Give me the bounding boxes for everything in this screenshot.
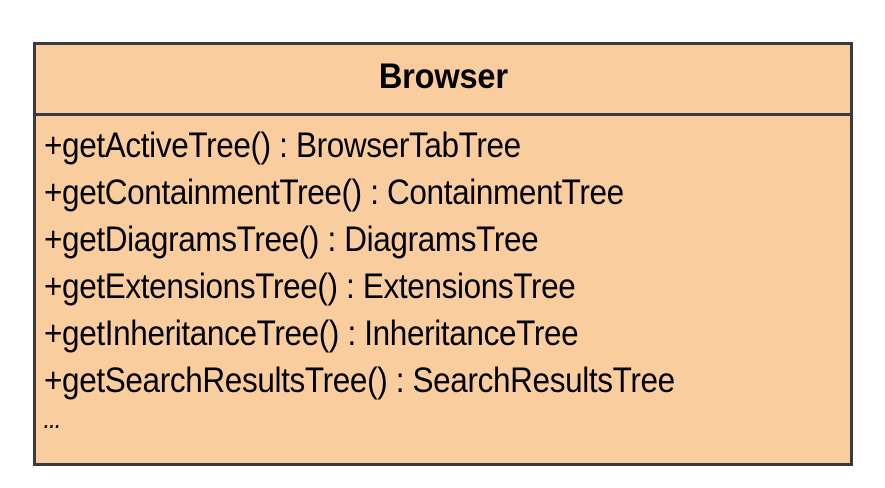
class-operations-compartment: +getActiveTree() : BrowserTabTree +getCo… <box>36 116 850 463</box>
operation-row: +getActiveTree() : BrowserTabTree <box>44 126 521 165</box>
operation-row: +getDiagramsTree() : DiagramsTree <box>44 220 539 259</box>
operations-continuation-marker: ... <box>44 412 61 433</box>
class-name: Browser <box>378 57 508 96</box>
operation-row: +getInheritanceTree() : InheritanceTree <box>44 314 579 353</box>
operation-row: +getContainmentTree() : ContainmentTree <box>44 173 624 212</box>
operation-row: +getExtensionsTree() : ExtensionsTree <box>44 267 576 306</box>
class-title-compartment: Browser <box>36 45 850 116</box>
uml-class-browser[interactable]: Browser +getActiveTree() : BrowserTabTre… <box>33 42 853 466</box>
operation-row: +getSearchResultsTree() : SearchResultsT… <box>44 361 675 400</box>
